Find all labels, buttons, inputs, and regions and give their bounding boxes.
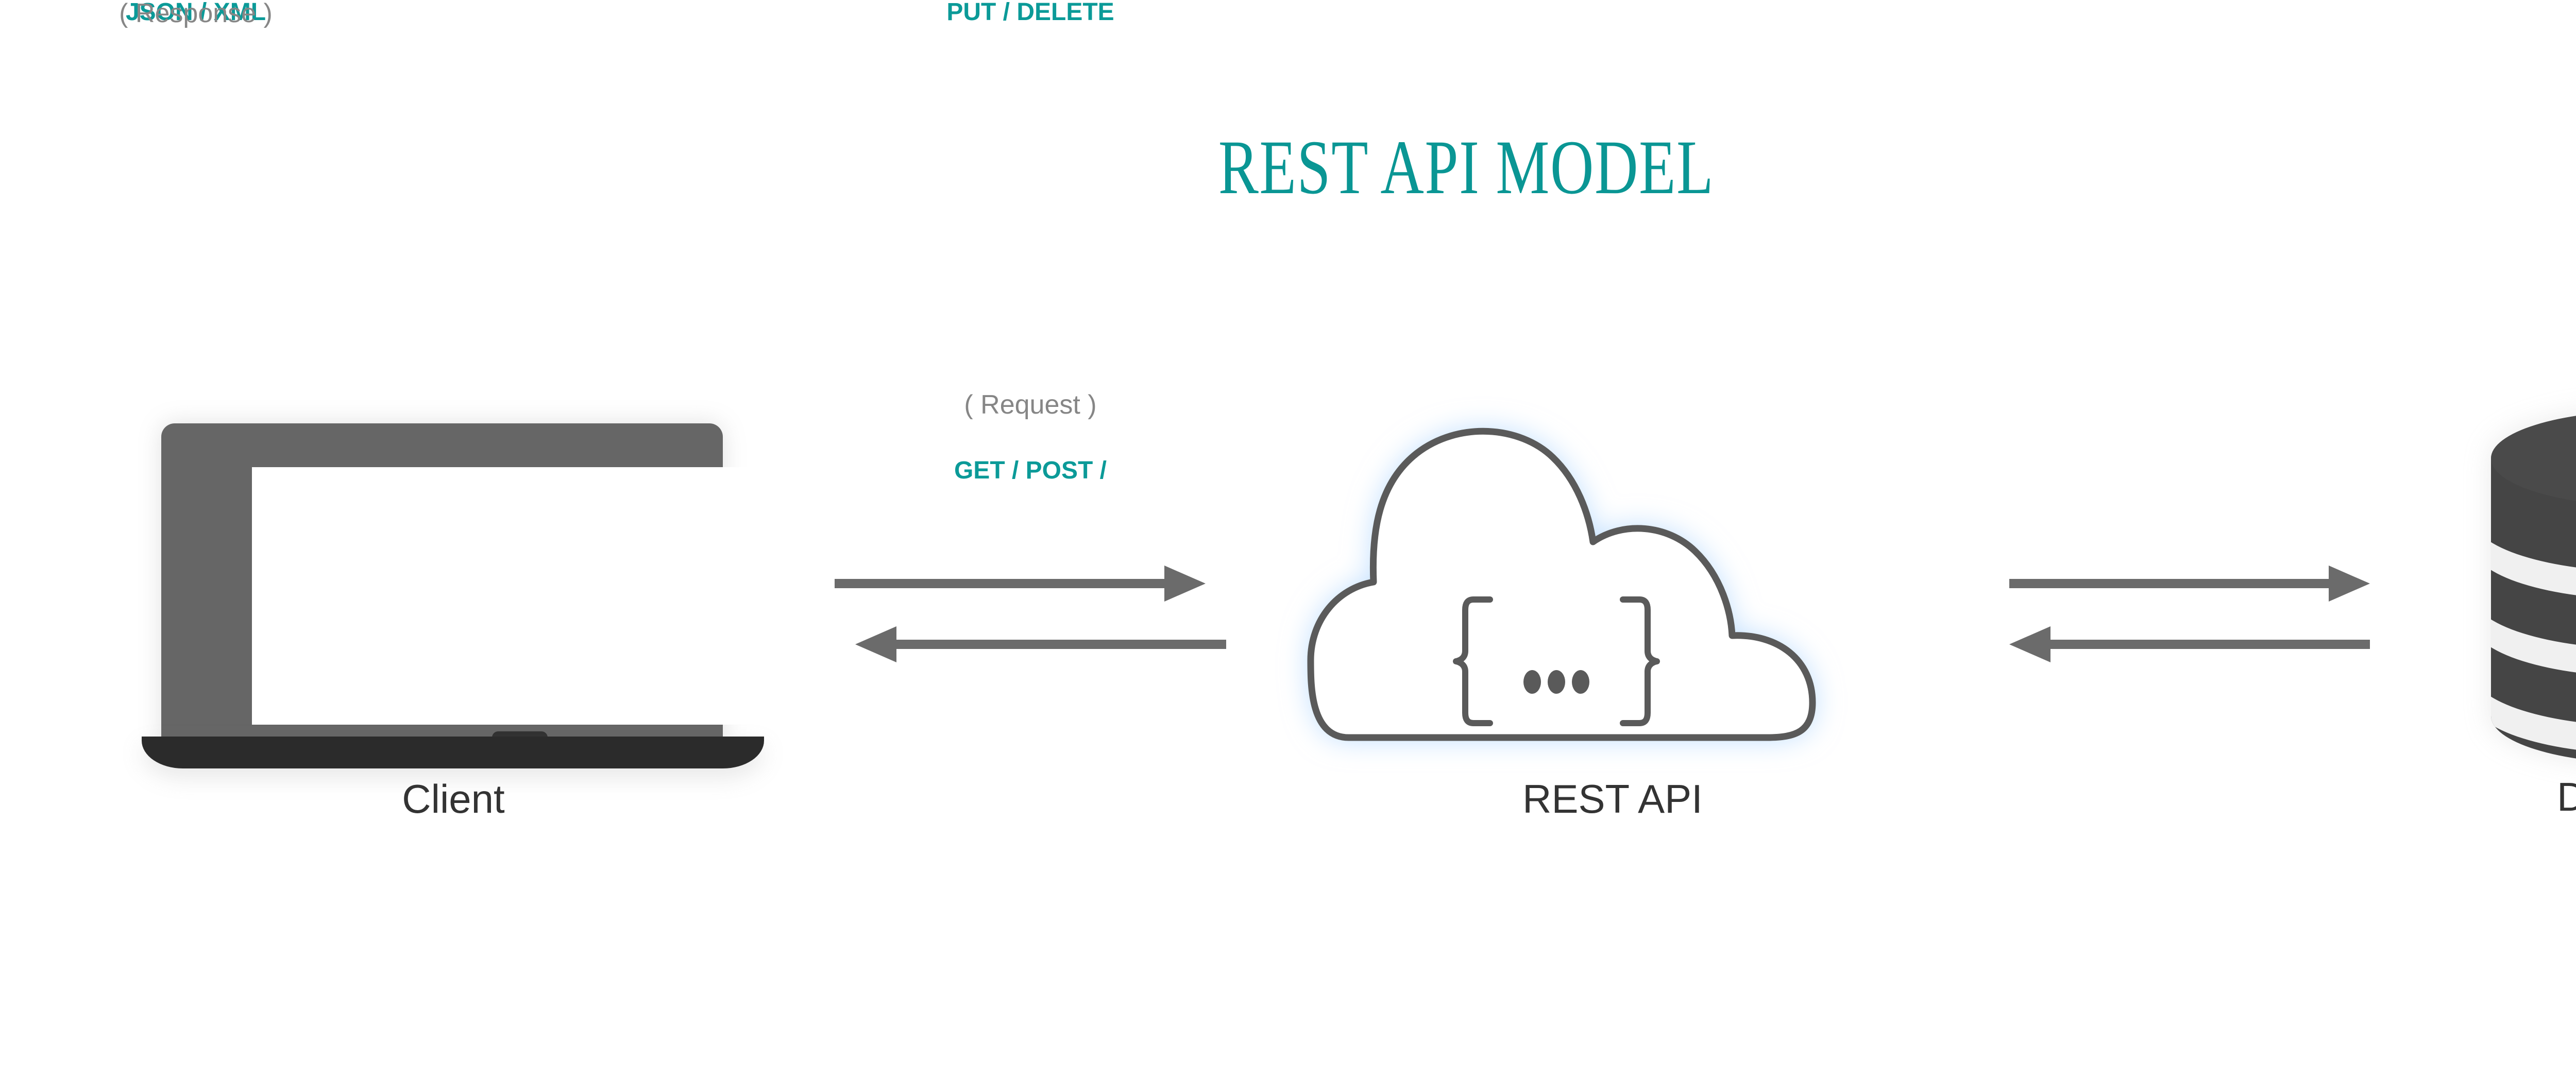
laptop-lid — [161, 423, 769, 748]
arrow-api-to-client — [855, 626, 1226, 662]
node-rest-api[interactable]: REST API — [1252, 407, 1973, 819]
page-title: REST API MODEL — [1218, 125, 1715, 210]
node-label-rest-api: REST API — [1522, 776, 1703, 822]
brace-close-icon — [1620, 596, 1660, 726]
cloud-outline-path — [1307, 427, 1816, 741]
database-top-disc — [2491, 416, 2576, 501]
arrow-group-api-database — [2009, 561, 2401, 680]
database-separators — [2491, 518, 2576, 754]
ellipsis-dots-icon — [1523, 670, 1589, 694]
node-database[interactable]: Database — [2421, 407, 2576, 817]
arrow-client-to-api — [835, 566, 1206, 602]
node-label-client: Client — [402, 776, 505, 822]
annotation-request-caption: ( Request ) — [964, 390, 1097, 420]
arrow-api-to-database — [2009, 566, 2370, 602]
brace-open-icon — [1453, 596, 1493, 726]
annotation-http-methods-line-1: GET / POST / — [954, 457, 1107, 484]
annotation-http-methods-line-2: PUT / DELETE — [946, 0, 1114, 26]
laptop-screen — [252, 467, 769, 725]
annotation-payload-format: JSON / XML — [125, 0, 266, 26]
node-client[interactable]: Client — [93, 407, 814, 819]
arrow-database-to-api — [2009, 626, 2370, 662]
laptop-base — [142, 737, 764, 768]
database-cylinder-icon — [2421, 407, 2576, 773]
laptop-icon — [93, 407, 814, 768]
cloud-braces-icon — [1252, 407, 1973, 767]
node-label-database: Database — [2557, 774, 2576, 819]
database-body — [2491, 416, 2576, 759]
annotation-response-caption: ( Response ) — [119, 0, 273, 28]
arrow-group-client-api — [835, 561, 1226, 680]
